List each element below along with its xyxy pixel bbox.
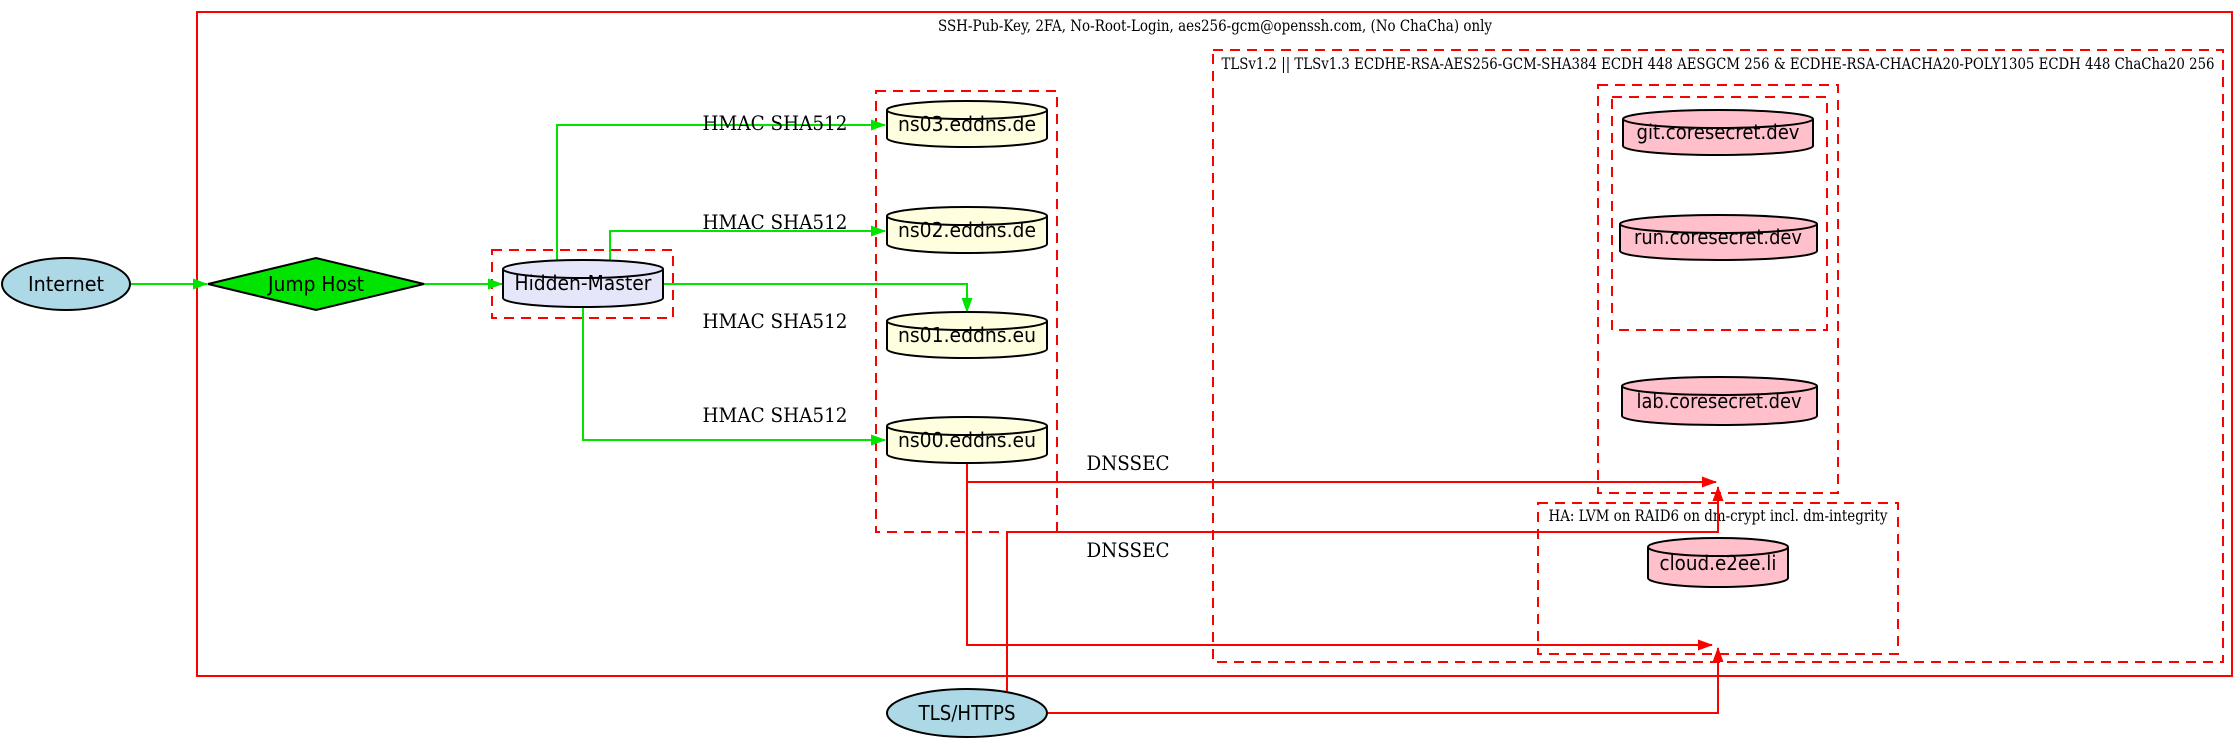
node-lab: lab.coresecret.dev	[1621, 376, 1818, 426]
edge-label-dnssec-2: DNSSEC	[1087, 538, 1170, 562]
node-hidden-master: Hidden-Master	[502, 259, 664, 308]
edge-label-hmac-ns02: HMAC SHA512	[703, 210, 848, 234]
node-ns02: ns02.eddns.de	[886, 206, 1048, 254]
node-internet: Internet	[1, 257, 131, 311]
ns03-label: ns03.eddns.de	[898, 112, 1036, 136]
node-git: git.coresecret.dev	[1622, 109, 1814, 156]
edge-hiddenmaster-to-ns03	[556, 119, 886, 261]
edge-ns00-to-ha-dnssec	[966, 463, 1713, 651]
nameserver-cluster-box	[875, 90, 1058, 533]
run-cylinder-lid	[1619, 223, 1818, 234]
cloud-cylinder	[1647, 537, 1789, 588]
edge-tlshttps-to-gitrunlab	[1006, 486, 1724, 691]
jump-host-diamond	[207, 256, 425, 312]
ssh-cluster-label: SSH-Pub-Key, 2FA, No-Root-Login, aes256-…	[938, 16, 1492, 35]
git-run-cluster-box	[1611, 96, 1828, 331]
edge-tlshttps-to-ha	[1046, 647, 1724, 714]
ns02-label: ns02.eddns.de	[898, 218, 1036, 242]
node-ns03: ns03.eddns.de	[886, 100, 1048, 148]
ssh-cluster-box	[196, 11, 2233, 677]
jump-host-label: Jump Host	[266, 272, 364, 296]
hidden-master-label: Hidden-Master	[515, 271, 653, 295]
run-cylinder	[1619, 214, 1818, 261]
node-ns01: ns01.eddns.eu	[886, 311, 1048, 359]
red-edges	[966, 463, 1724, 714]
git-label: git.coresecret.dev	[1637, 120, 1800, 144]
edge-hiddenmaster-to-ns01	[664, 283, 973, 313]
cloud-label: cloud.e2ee.li	[1660, 551, 1777, 575]
internet-label: Internet	[28, 272, 104, 296]
tls-cluster-label: TLSv1.2 || TLSv1.3 ECDHE-RSA-AES256-GCM-…	[1222, 54, 2215, 73]
cloud-cylinder-lid	[1647, 546, 1789, 557]
edge-hiddenmaster-to-ns00	[582, 308, 886, 446]
ns00-cylinder	[886, 416, 1048, 464]
edge-label-hmac-ns03: HMAC SHA512	[703, 111, 848, 135]
git-cylinder-lid	[1622, 118, 1814, 129]
node-tls-https: TLS/HTTPS	[886, 688, 1048, 738]
hidden-master-cylinder	[502, 259, 664, 308]
git-cylinder	[1622, 109, 1814, 156]
tls-https-label: TLS/HTTPS	[918, 701, 1016, 725]
node-jump-host: Jump Host	[207, 256, 425, 312]
ns02-cylinder	[886, 206, 1048, 254]
ns01-label: ns01.eddns.eu	[898, 323, 1036, 347]
ns01-cylinder	[886, 311, 1048, 359]
ns00-cylinder-lid	[886, 425, 1048, 436]
node-ns00: ns00.eddns.eu	[886, 416, 1048, 464]
ns01-cylinder-lid	[886, 320, 1048, 331]
ns00-label: ns00.eddns.eu	[898, 428, 1036, 452]
hidden-master-cylinder-lid	[502, 268, 664, 279]
edge-labels: HMAC SHA512 HMAC SHA512 HMAC SHA512 HMAC…	[703, 111, 1170, 562]
ns02-cylinder-lid	[886, 215, 1048, 226]
edge-label-hmac-ns00: HMAC SHA512	[703, 403, 848, 427]
green-edges	[131, 119, 973, 446]
lab-cylinder-lid	[1621, 385, 1818, 396]
edge-hiddenmaster-to-ns02	[609, 225, 886, 261]
node-cloud: cloud.e2ee.li	[1647, 537, 1789, 588]
ns03-cylinder-lid	[886, 109, 1048, 120]
node-run: run.coresecret.dev	[1619, 214, 1818, 261]
edge-label-dnssec-1: DNSSEC	[1087, 451, 1170, 475]
run-label: run.coresecret.dev	[1634, 225, 1802, 249]
ns03-cylinder	[886, 100, 1048, 148]
edge-label-hmac-ns01: HMAC SHA512	[703, 309, 848, 333]
lab-cylinder	[1621, 376, 1818, 426]
lab-label: lab.coresecret.dev	[1637, 389, 1802, 413]
tls-https-ellipse	[886, 688, 1048, 738]
internet-ellipse	[1, 257, 131, 311]
